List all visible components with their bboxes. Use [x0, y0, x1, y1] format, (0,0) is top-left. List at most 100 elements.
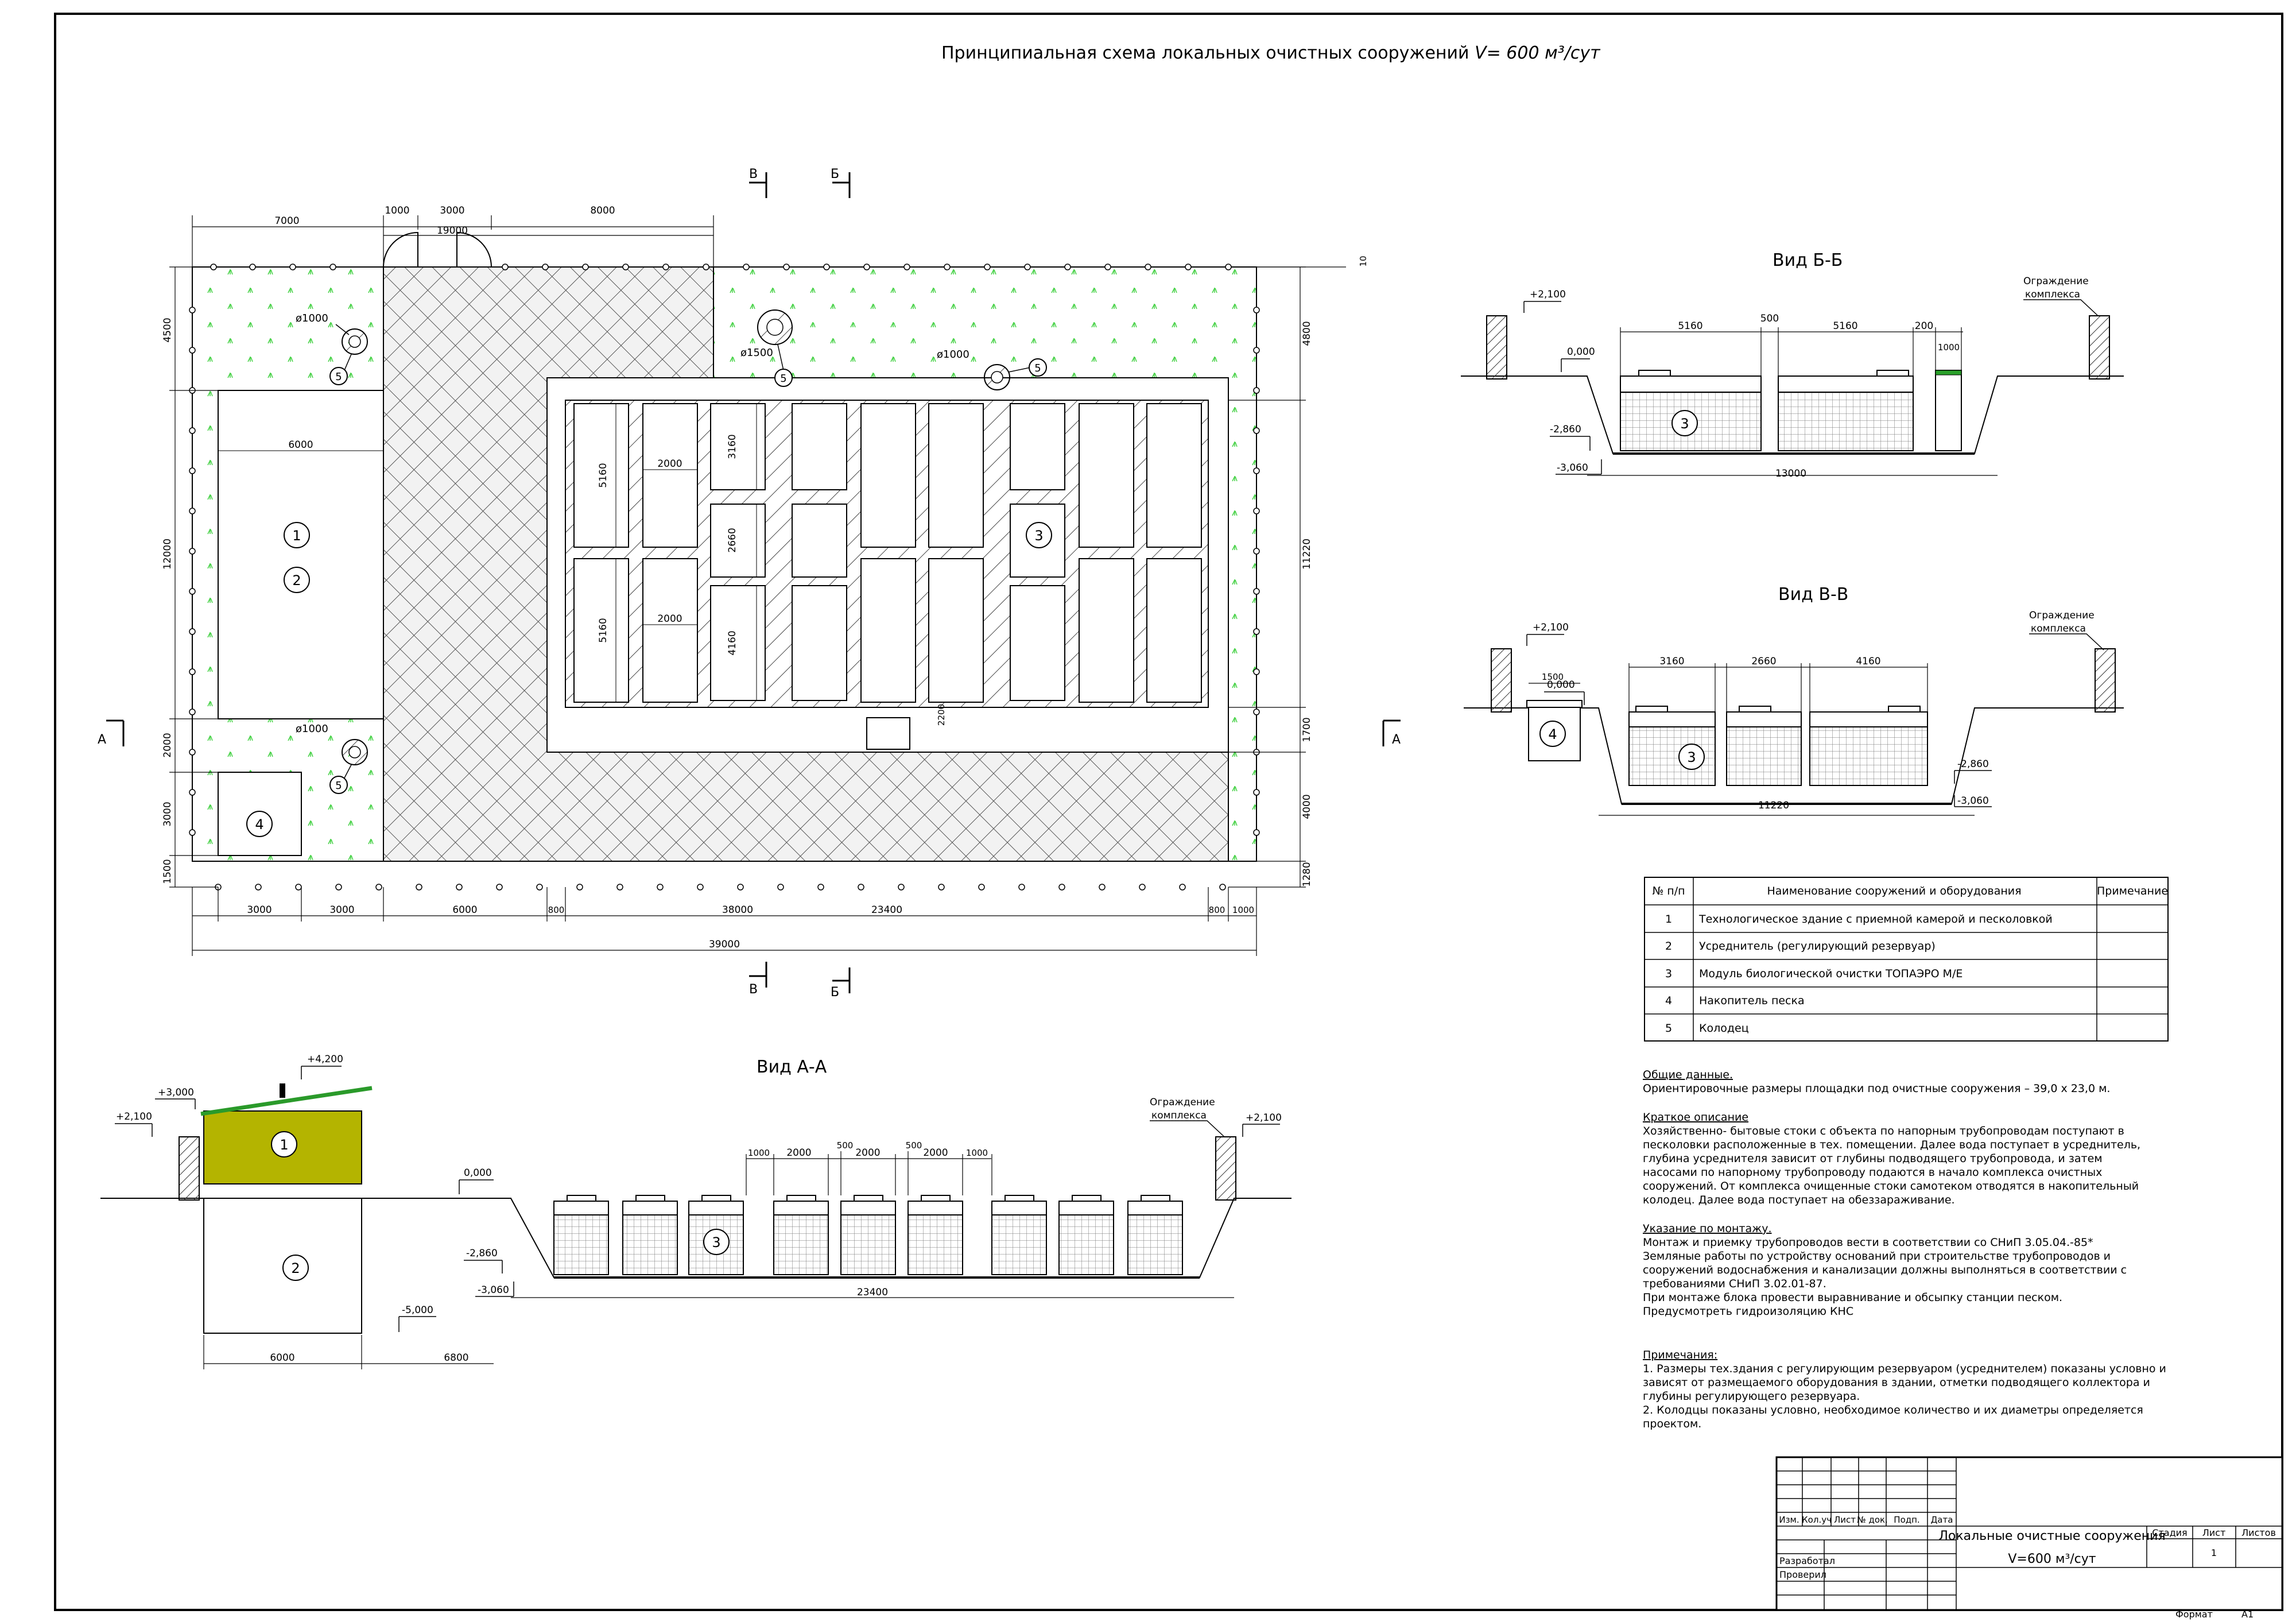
dim-left: 1500: [162, 859, 173, 884]
svg-text:ø1500: ø1500: [740, 347, 773, 359]
left-dimensions: [169, 266, 218, 888]
stamp-sheet: Лист: [2202, 1527, 2226, 1538]
dim-left: 3000: [162, 802, 173, 826]
bio-module: [710, 403, 766, 490]
notes-install-title: Указание по монтажу.: [1643, 1222, 1772, 1235]
svg-text:4: 4: [255, 816, 263, 833]
svg-text:4160: 4160: [1856, 656, 1880, 667]
dim-left: 4500: [162, 318, 173, 342]
dim-left: 12000: [162, 539, 173, 570]
bio-module: [860, 558, 916, 703]
svg-text:Земляные работы по устройству: Земляные работы по устройству оснований …: [1643, 1250, 2111, 1263]
svg-text:2000: 2000: [786, 1147, 811, 1159]
section-letter: Б: [831, 167, 839, 181]
svg-text:1000: 1000: [748, 1148, 770, 1158]
dim-bottom: 6000: [452, 904, 477, 916]
svg-text:проектом.: проектом.: [1643, 1418, 1701, 1430]
svg-text:ø1000: ø1000: [937, 349, 969, 361]
dim-right: 4000: [1301, 794, 1313, 819]
dim-inner: 2660: [727, 528, 738, 552]
notes-brief-title: Краткое описание: [1643, 1111, 1748, 1124]
svg-text:2: 2: [292, 572, 301, 589]
svg-text:+2,100: +2,100: [1530, 289, 1566, 300]
dim-inner: 5160: [598, 463, 609, 487]
stamp-title: V=600 м³/сут: [2008, 1552, 2096, 1566]
svg-text:13000: 13000: [1775, 468, 1806, 479]
svg-text:1: 1: [292, 528, 301, 544]
svg-text:Ограждение: Ограждение: [2029, 610, 2095, 621]
fence: [189, 264, 1260, 891]
svg-text:требованиями СНиП 3.02.01-87.: требованиями СНиП 3.02.01-87.: [1643, 1278, 1826, 1290]
marker-4: 4: [1539, 721, 1566, 747]
notes-general-title: Общие данные.: [1643, 1069, 1733, 1081]
svg-text:Колодец: Колодец: [1699, 1022, 1749, 1035]
dim-right: 1280: [1301, 862, 1313, 887]
stamp-col: Изм.: [1779, 1515, 1799, 1525]
svg-text:23400: 23400: [857, 1287, 888, 1298]
top-dimensions: [192, 215, 714, 270]
svg-text:Предусмотреть гидроизоляцию КН: Предусмотреть гидроизоляцию КНС: [1643, 1305, 1853, 1318]
dim-inner: 2200: [936, 704, 947, 726]
svg-text:2. Колодцы показаны условно, н: 2. Колодцы показаны условно, необходимое…: [1643, 1404, 2143, 1416]
outlet-chamber: [866, 717, 910, 750]
svg-text:6000: 6000: [270, 1352, 294, 1364]
dim-bottom: 23400: [871, 904, 902, 916]
svg-text:комплекса: комплекса: [2031, 623, 2086, 634]
bio-module: [642, 558, 698, 703]
svg-text:Монтаж и приемку трубопроводов: Монтаж и приемку трубопроводов вести в с…: [1643, 1236, 2093, 1249]
svg-text:-2,860: -2,860: [1957, 758, 1989, 770]
svg-text:песколовки расположенные в тех: песколовки расположенные в тех. помещени…: [1643, 1139, 2140, 1151]
svg-text:1000: 1000: [966, 1148, 988, 1158]
module-lid: [1726, 711, 1802, 727]
svg-text:+2,100: +2,100: [1533, 622, 1569, 633]
well-cap: [1526, 700, 1583, 708]
format-label: Формат: [2175, 1609, 2213, 1620]
marker-3: 3: [1678, 744, 1705, 770]
stamp-title: Локальные очистные сооружения: [1938, 1529, 2165, 1543]
well: ø1500 5: [740, 309, 793, 387]
hatch-cover: [1638, 370, 1671, 377]
bio-module: [710, 504, 766, 578]
marker-3: 3: [1671, 410, 1698, 436]
svg-text:глубина усреднителя зависит от: глубина усреднителя зависит от глубины п…: [1643, 1152, 2103, 1165]
well: ø1000 5: [937, 349, 1047, 390]
marker-1: 1: [271, 1131, 297, 1158]
svg-text:Ограждение: Ограждение: [2023, 276, 2089, 287]
svg-text:ø1000: ø1000: [296, 312, 328, 324]
fence-post: [1486, 315, 2110, 380]
right-dimensions: [1228, 266, 1346, 888]
stamp-row: Проверил: [1779, 1569, 1826, 1580]
svg-text:+2,100: +2,100: [1246, 1112, 1282, 1124]
module-lid: [1809, 711, 1928, 727]
bottom-dimensions: [192, 887, 1257, 956]
table-row: 5 Колодец: [1665, 1022, 1749, 1035]
aa-dimensions: [203, 1151, 1234, 1369]
stamp-row: Разработал: [1779, 1555, 1835, 1566]
section-letter: А: [1392, 733, 1401, 747]
view-bb: Вид Б-Б 3 5160 500 5160 200 1000 13000 +…: [1461, 250, 2124, 479]
svg-text:Усреднитель (регулирующий резе: Усреднитель (регулирующий резервуар): [1699, 940, 1936, 953]
bio-module: [792, 403, 847, 490]
svg-text:1500: 1500: [1542, 672, 1564, 682]
svg-text:5: 5: [1034, 362, 1041, 374]
svg-text:2: 2: [291, 1260, 300, 1276]
title-block: Изм. Кол.уч Лист № док. Подп. Дата Разра…: [1775, 1456, 2283, 1620]
table-row: 3 Модуль биологической очистки ТОПАЭРО М…: [1665, 967, 1963, 980]
svg-text:сооружений. От комплекса очище: сооружений. От комплекса очищенные стоки…: [1643, 1180, 2139, 1193]
dim-bottom: 1000: [1232, 905, 1254, 915]
dim-bottom: 800: [548, 905, 565, 915]
stamp-col: Дата: [1931, 1515, 1953, 1525]
marker-3: 3: [1026, 522, 1052, 548]
fence-post: [1491, 648, 2116, 713]
svg-text:5160: 5160: [1678, 320, 1702, 332]
section-letter: В: [749, 982, 758, 997]
svg-text:Ориентировочные размеры площад: Ориентировочные размеры площадки под очи…: [1643, 1082, 2110, 1095]
svg-text:1: 1: [1665, 913, 1672, 926]
svg-text:комплекса: комплекса: [2025, 289, 2080, 300]
view-aa-title: Вид А-А: [757, 1057, 827, 1077]
stamp-sheet-no: 1: [2211, 1547, 2217, 1558]
svg-text:-3,060: -3,060: [1957, 795, 1989, 807]
bio-module: [1010, 585, 1065, 701]
marker-2: 2: [282, 1255, 309, 1281]
dim-inner: 4160: [727, 630, 738, 655]
